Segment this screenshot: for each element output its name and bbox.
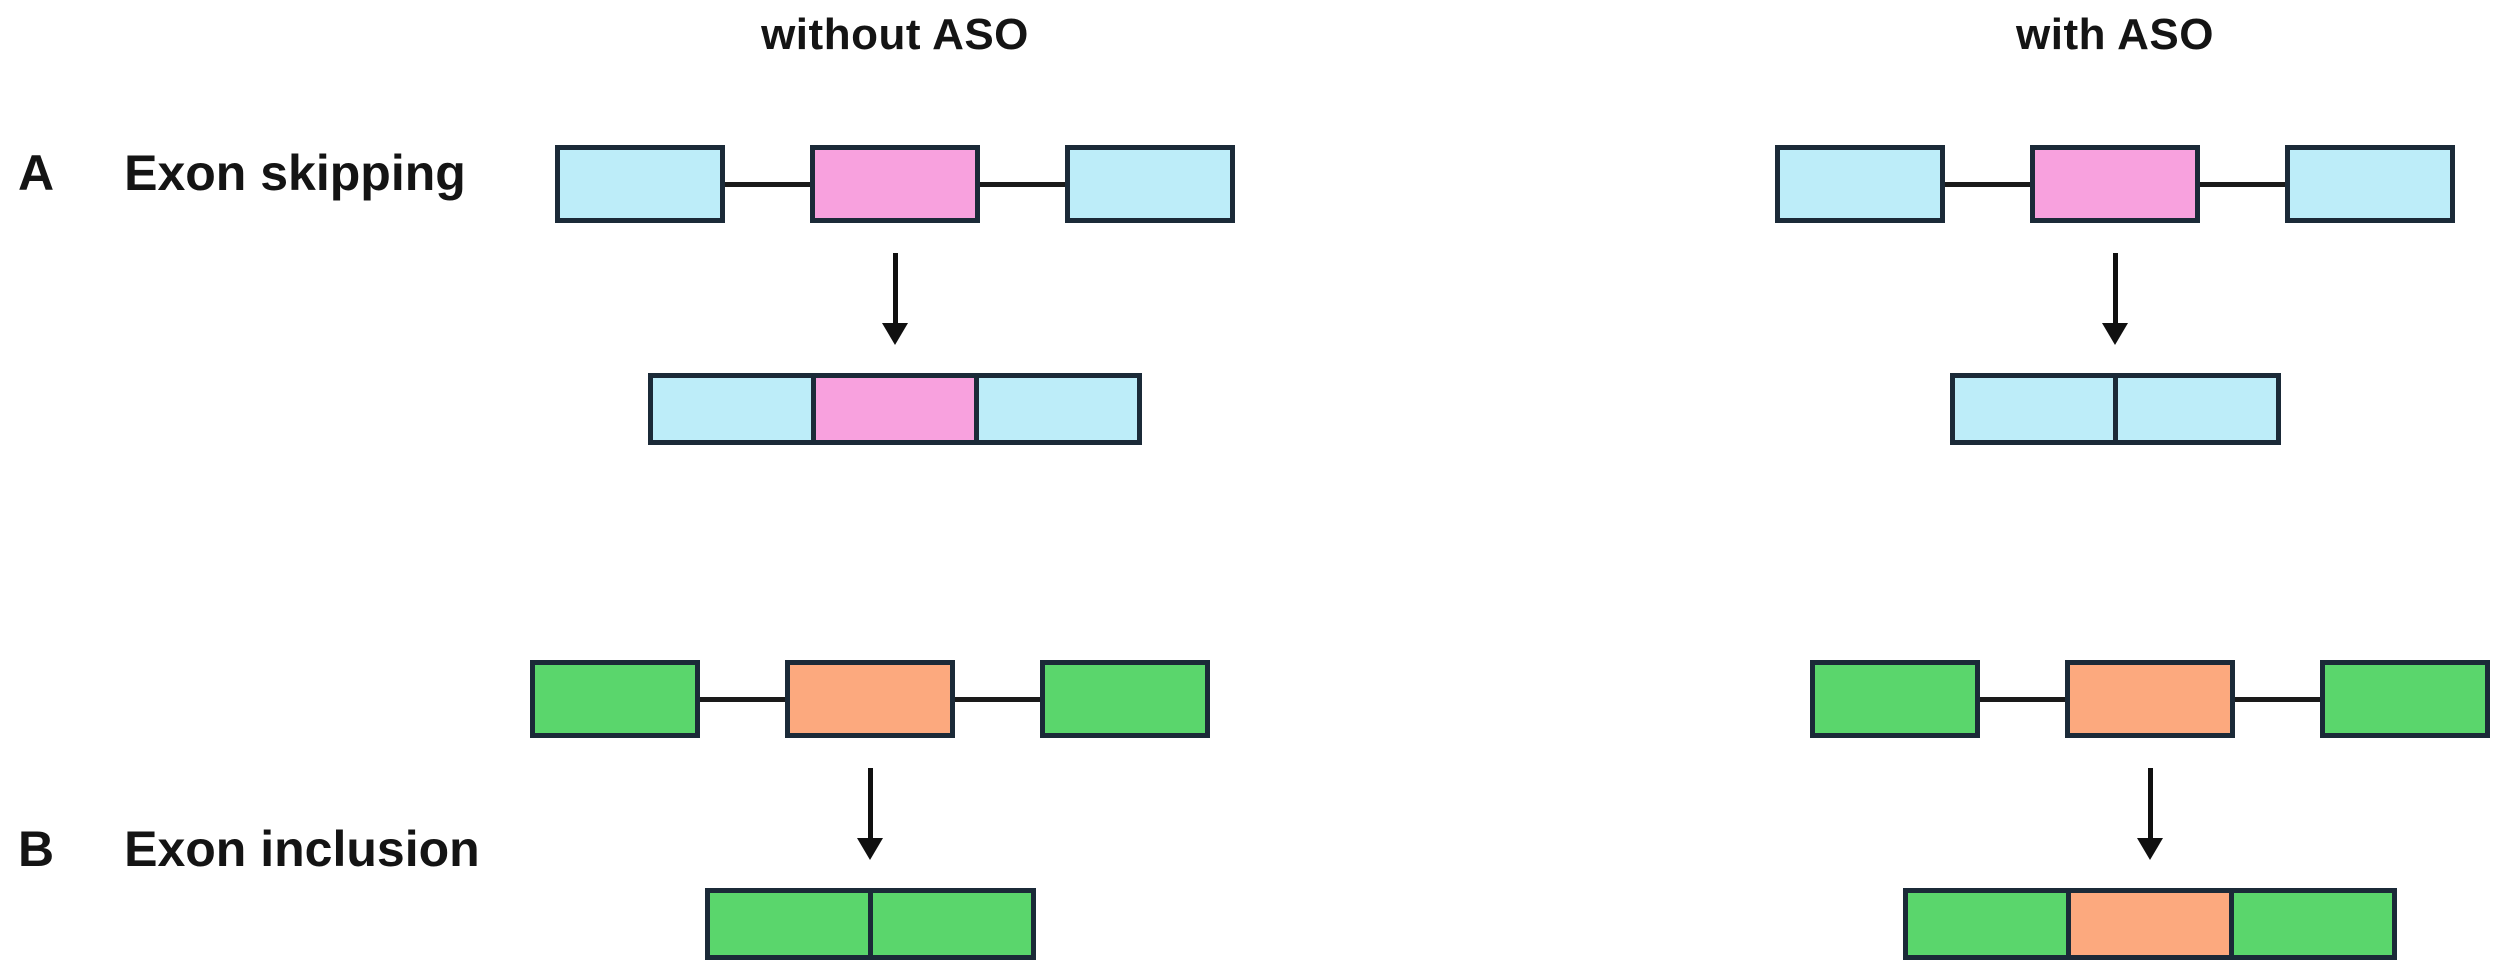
arrow-shaft — [867, 768, 873, 838]
row-b-label: B Exon inclusion — [18, 820, 480, 878]
pre-mrna-strand — [1775, 145, 2455, 223]
mrna-bar — [648, 373, 1142, 445]
mrna-bar — [1903, 888, 2397, 960]
intron-line — [725, 181, 810, 187]
arrow-head — [857, 838, 883, 860]
splicing-down-arrow-icon — [882, 253, 908, 345]
arrow-shaft — [2147, 768, 2153, 838]
mrna-segment-green — [704, 888, 873, 960]
panel-letter-b: B — [18, 821, 55, 877]
mrna-segment-green — [867, 888, 1036, 960]
splicing-down-arrow-icon — [2137, 768, 2163, 860]
exon-box-blue — [1065, 145, 1235, 223]
mrna-bar — [704, 888, 1036, 960]
intron-line — [980, 181, 1065, 187]
row-a-label: A Exon skipping — [18, 144, 466, 202]
arrow-head — [2102, 323, 2128, 345]
intron-line — [700, 696, 785, 702]
exon-box-green — [2320, 660, 2490, 738]
exon-box-blue — [2285, 145, 2455, 223]
intron-line — [1980, 696, 2065, 702]
mrna-segment-blue — [2112, 373, 2281, 445]
panel-exon-inclusion-without-aso — [530, 660, 1210, 960]
exon-box-blue — [555, 145, 725, 223]
arrow-shaft — [892, 253, 898, 323]
pre-mrna-strand — [530, 660, 1210, 738]
mrna-segment-blue — [648, 373, 816, 445]
row-a-title: Exon skipping — [124, 145, 466, 201]
panel-exon-inclusion-with-aso — [1810, 660, 2490, 960]
mrna-segment-pink — [811, 373, 979, 445]
exon-box-pink — [810, 145, 980, 223]
panel-exon-skipping-without-aso — [555, 145, 1235, 445]
arrow-shaft — [2112, 253, 2118, 323]
mrna-bar — [1949, 373, 2281, 445]
splicing-down-arrow-icon — [2102, 253, 2128, 345]
mrna-segment-orange — [2066, 888, 2234, 960]
arrow-head — [2137, 838, 2163, 860]
mrna-segment-blue — [1949, 373, 2118, 445]
splicing-down-arrow-icon — [857, 768, 883, 860]
exon-box-green — [1810, 660, 1980, 738]
exon-box-orange — [2065, 660, 2235, 738]
exon-box-green — [1040, 660, 1210, 738]
mrna-segment-blue — [974, 373, 1142, 445]
mrna-segment-green — [2229, 888, 2397, 960]
pre-mrna-strand — [1810, 660, 2490, 738]
column-header-with-aso: with ASO — [2016, 10, 2214, 59]
intron-line — [2200, 181, 2285, 187]
pre-mrna-strand — [555, 145, 1235, 223]
exon-box-orange — [785, 660, 955, 738]
exon-box-blue — [1775, 145, 1945, 223]
intron-line — [955, 696, 1040, 702]
panel-letter-a: A — [18, 145, 55, 201]
row-b-title: Exon inclusion — [124, 821, 480, 877]
panel-exon-skipping-with-aso — [1775, 145, 2455, 445]
exon-box-pink — [2030, 145, 2200, 223]
mrna-segment-green — [1903, 888, 2071, 960]
intron-line — [2235, 696, 2320, 702]
arrow-head — [882, 323, 908, 345]
intron-line — [1945, 181, 2030, 187]
exon-box-green — [530, 660, 700, 738]
column-header-without-aso: without ASO — [761, 10, 1029, 59]
